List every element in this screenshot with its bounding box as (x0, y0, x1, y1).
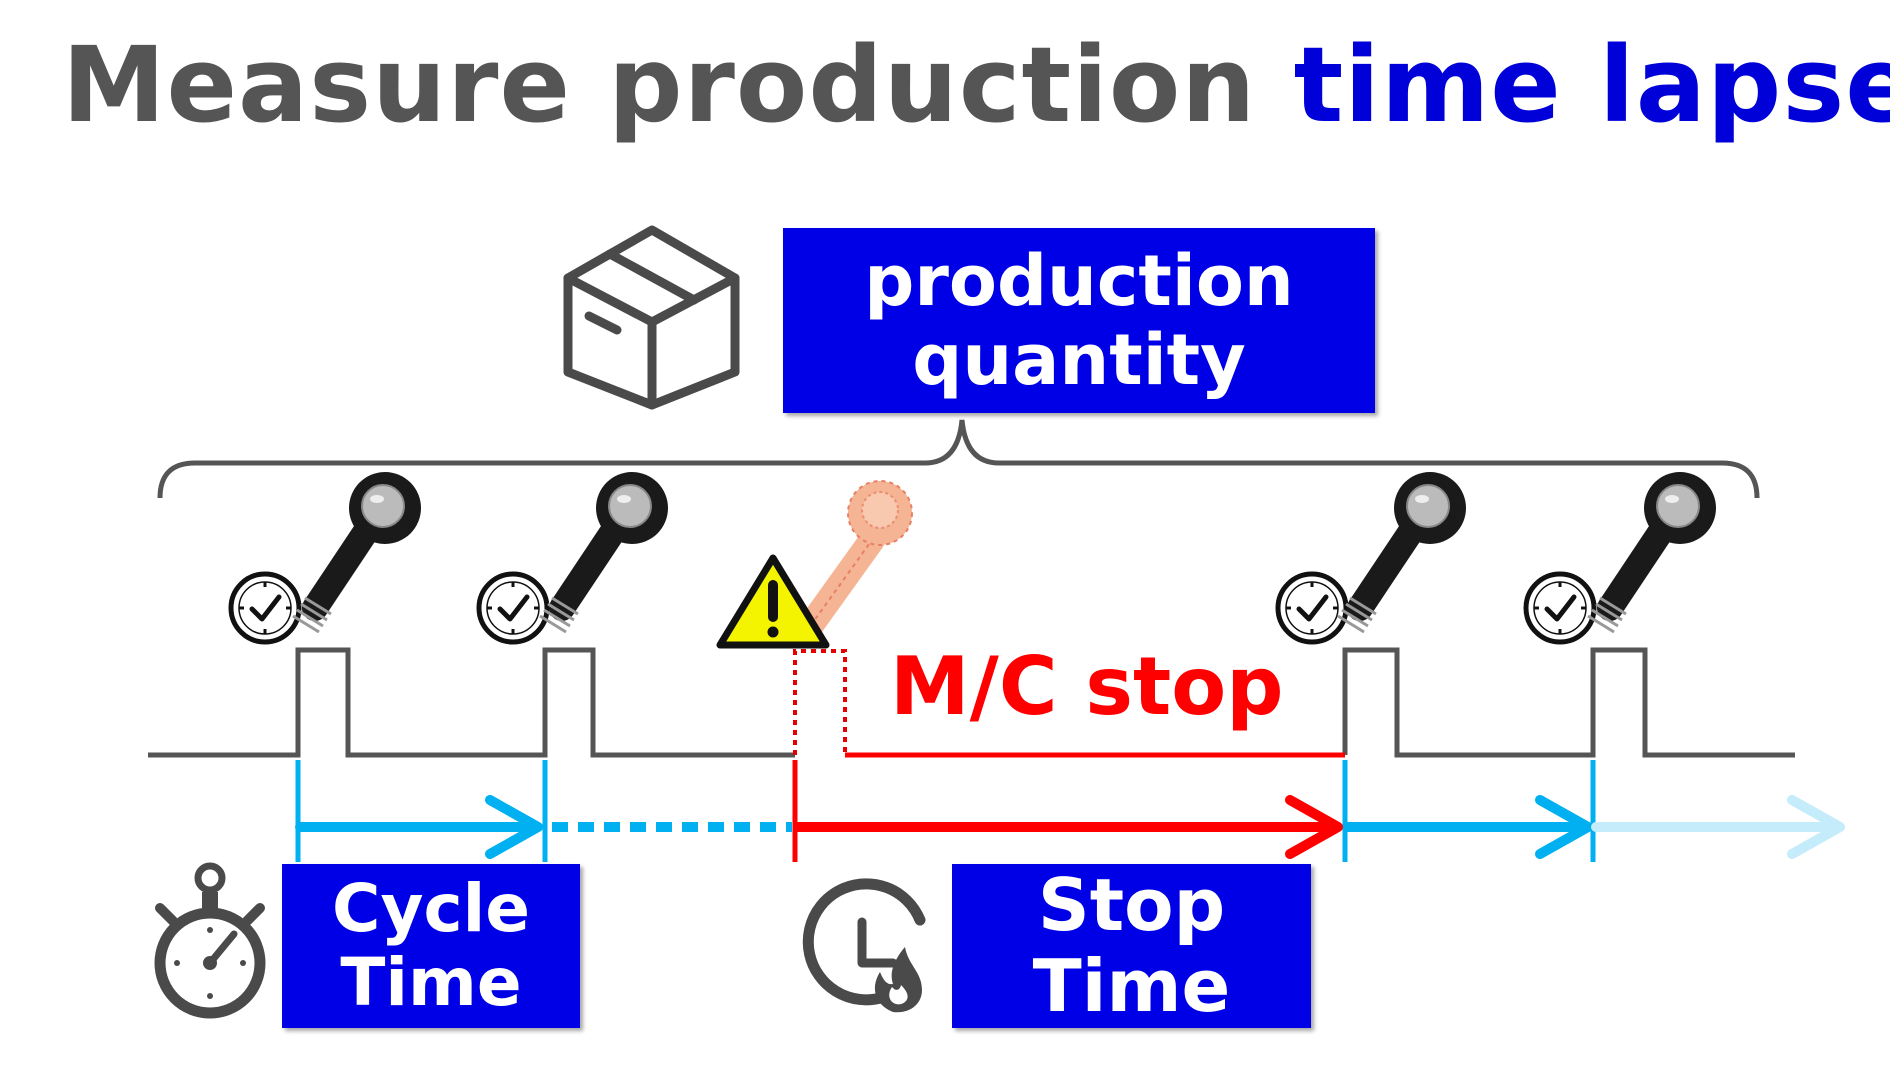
sensor-probe-icon (1338, 472, 1466, 632)
stopwatch-icon (154, 862, 266, 1019)
sensor-probe-icon (293, 472, 421, 632)
cycle-time-line1: Cycle (332, 870, 530, 948)
sensor-probe-icon (540, 472, 668, 632)
production-signal-line (148, 647, 795, 758)
cycle-time-arrow (295, 795, 543, 859)
stop-time-label: Stop Time (952, 864, 1311, 1028)
production-quantity-label: production quantity (783, 228, 1375, 413)
production-quantity-line1: production (864, 240, 1294, 323)
production-signal-line-after-stop (1342, 647, 1795, 758)
title-part-blue: time lapse (1293, 24, 1890, 146)
next-cycle-arrow (1343, 795, 1593, 859)
cycle-time-line2: Time (340, 944, 522, 1021)
cycle-markers (295, 760, 1596, 862)
clock-icon (479, 574, 547, 642)
mc-stop-label: M/C stop (890, 640, 1284, 733)
title-part-gray: Measure production (62, 24, 1257, 146)
clock-icon (1278, 574, 1346, 642)
stop-timer-icon (802, 878, 926, 1013)
quantity-brace (157, 419, 1760, 499)
clock-icon (231, 574, 299, 642)
sensor-probe-icon (1588, 472, 1716, 632)
stop-time-line2: Time (1032, 944, 1231, 1028)
stop-time-arrow (793, 795, 1343, 859)
page-title: Measure production time lapse (62, 28, 1890, 142)
faded-sensor-probe-icon (793, 480, 913, 645)
future-arrow (1591, 795, 1845, 859)
cycle-time-label: Cycle Time (282, 864, 580, 1028)
stop-time-line1: Stop (1037, 863, 1226, 948)
warning-icon (716, 554, 830, 649)
box-icon (563, 225, 740, 410)
clock-icon (1526, 574, 1594, 642)
production-quantity-line2: quantity (912, 318, 1246, 401)
stop-signal-dotted (793, 649, 847, 755)
